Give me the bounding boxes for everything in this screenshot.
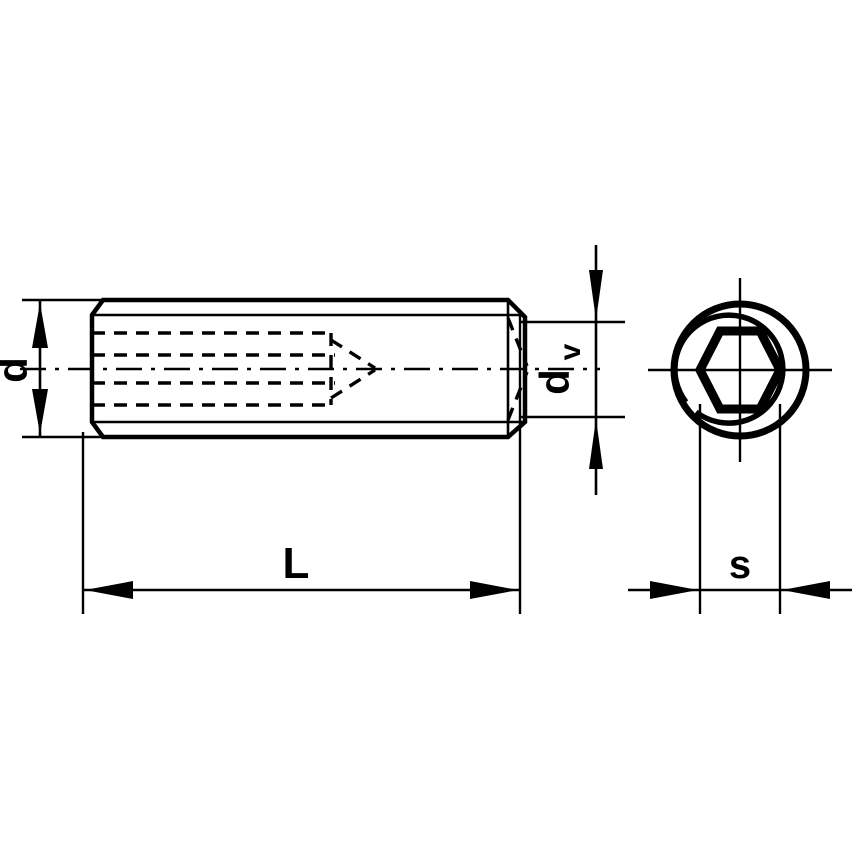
dv-arrow-bottom bbox=[589, 419, 603, 469]
dimension-dv: d v bbox=[520, 245, 625, 495]
socket-hidden-cone-upper bbox=[330, 338, 376, 370]
d-arrow-bottom bbox=[32, 389, 48, 434]
cup-point-cone-lower bbox=[506, 371, 529, 421]
end-view-chamfer-arc bbox=[672, 312, 786, 426]
L-arrow-right bbox=[470, 581, 518, 599]
hidden-cup-point-lines bbox=[506, 317, 529, 421]
dv-arrow-top bbox=[589, 270, 603, 320]
L-arrow-left bbox=[85, 581, 133, 599]
side-elevation-view: d d v L bbox=[0, 245, 625, 614]
hidden-socket-lines bbox=[92, 331, 376, 407]
s-arrow-right bbox=[782, 581, 830, 599]
d-arrow-top bbox=[32, 303, 48, 348]
dimension-label-dv: d bbox=[531, 369, 578, 395]
socket-hidden-cone-lower bbox=[330, 368, 376, 400]
dimension-L: L bbox=[81, 310, 522, 614]
dimension-label-d: d bbox=[0, 357, 36, 383]
end-view: s bbox=[628, 278, 852, 614]
dimension-label-L: L bbox=[283, 539, 310, 588]
s-arrow-left bbox=[650, 581, 698, 599]
dimension-label-dv-subscript: v bbox=[554, 343, 587, 360]
cup-point-cone-upper bbox=[506, 317, 529, 367]
dimension-s: s bbox=[628, 404, 852, 614]
dimension-d: d bbox=[0, 298, 108, 439]
dimension-label-s: s bbox=[729, 543, 751, 587]
